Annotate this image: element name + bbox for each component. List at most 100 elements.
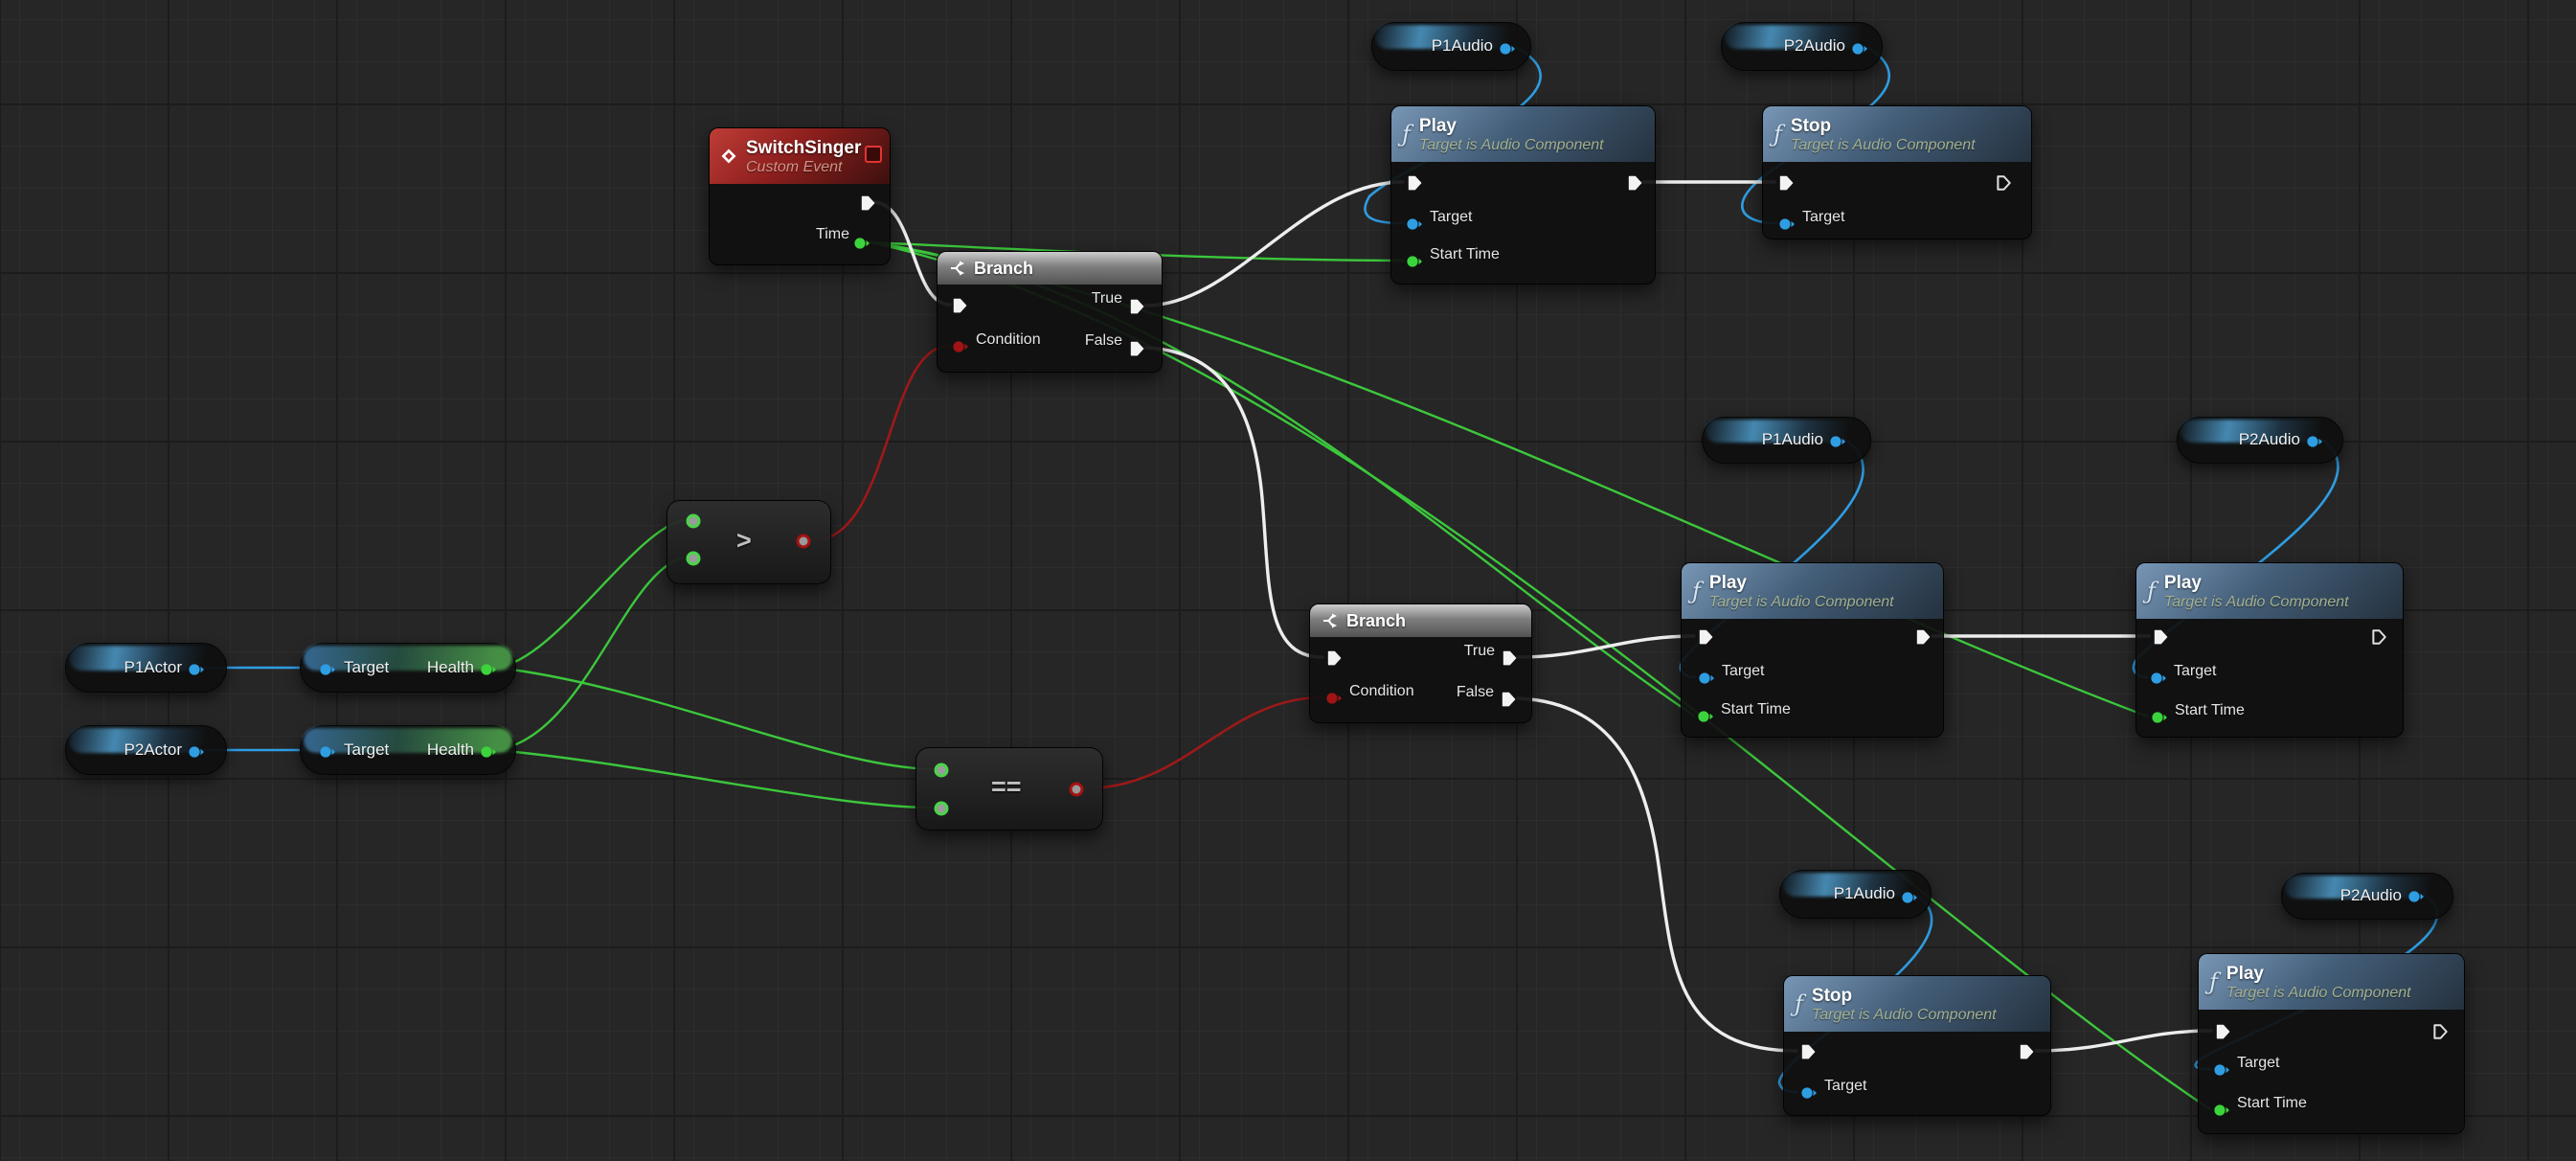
event-node-header: SwitchSinger Custom Event xyxy=(710,128,890,184)
variable-p2actor[interactable]: P2Actor xyxy=(65,725,227,775)
start-time-in-pin[interactable] xyxy=(2151,709,2168,726)
exec-out-pin[interactable] xyxy=(1914,628,1932,646)
condition-in-pin[interactable] xyxy=(1325,690,1343,707)
variable-out-pin[interactable] xyxy=(1901,889,1918,906)
target-in-pin[interactable] xyxy=(319,661,336,678)
health-out-pin[interactable] xyxy=(480,661,497,678)
node-branch-1[interactable]: Branch True Condition False xyxy=(937,251,1163,373)
wire-health2-to-greater-b[interactable] xyxy=(494,556,685,752)
target-in-pin[interactable] xyxy=(1406,216,1423,233)
variable-p1audio-top[interactable]: P1Audio xyxy=(1371,22,1531,71)
editable-event-indicator-icon[interactable] xyxy=(865,146,882,163)
time-out-pin[interactable] xyxy=(853,235,870,252)
start-time-pin-label: Start Time xyxy=(1721,701,1791,717)
false-exec-out-pin[interactable] xyxy=(1500,691,1517,708)
node-play-1[interactable]: ƒ Play Target is Audio Component Target … xyxy=(1390,105,1656,285)
variable-out-pin[interactable] xyxy=(188,661,205,678)
wire-stop2-to-play4[interactable] xyxy=(2034,1029,2213,1053)
variable-out-pin[interactable] xyxy=(1829,433,1846,450)
false-exec-out-pin[interactable] xyxy=(1128,340,1145,357)
exec-in-pin[interactable] xyxy=(951,297,968,314)
variable-out-pin[interactable] xyxy=(1499,40,1516,57)
input-b-pin[interactable] xyxy=(685,550,702,567)
exec-out-pin[interactable] xyxy=(2370,628,2387,646)
node-get-health-2[interactable]: Target Health xyxy=(300,725,516,775)
variable-p2audio-top[interactable]: P2Audio xyxy=(1721,22,1883,71)
node-equals-operator[interactable]: == xyxy=(915,747,1103,831)
true-exec-out-pin[interactable] xyxy=(1501,649,1518,667)
exec-out-pin[interactable] xyxy=(859,194,876,212)
wire-greater-to-branch1-condition[interactable] xyxy=(810,344,951,542)
wire-branch2-false-to-stop2[interactable] xyxy=(1516,696,1798,1053)
result-out-pin[interactable] xyxy=(1068,781,1085,798)
target-in-pin[interactable] xyxy=(1698,670,1715,687)
variable-out-pin[interactable] xyxy=(188,743,205,761)
wire-branch2-true-to-play2[interactable] xyxy=(1516,634,1696,659)
target-pin-label: Target xyxy=(344,740,390,759)
start-time-pin-label: Start Time xyxy=(2237,1095,2307,1111)
node-greater-operator[interactable]: > xyxy=(667,500,831,584)
pill-sheen xyxy=(1783,873,1928,898)
variable-out-pin[interactable] xyxy=(1851,40,1868,57)
input-a-pin[interactable] xyxy=(685,512,702,530)
health-pin-label: Health xyxy=(426,658,474,676)
target-pin-label: Target xyxy=(1824,1078,1867,1094)
variable-p1audio-mid[interactable]: P1Audio xyxy=(1702,417,1871,464)
target-in-pin[interactable] xyxy=(319,743,336,761)
wire-branch1-true-to-play1[interactable] xyxy=(1143,180,1405,307)
variable-p1actor[interactable]: P1Actor xyxy=(65,643,227,693)
start-time-in-pin[interactable] xyxy=(1697,708,1714,725)
exec-in-pin[interactable] xyxy=(1697,628,1714,646)
exec-in-pin[interactable] xyxy=(1777,174,1795,192)
target-in-pin[interactable] xyxy=(1800,1084,1818,1102)
input-a-pin[interactable] xyxy=(933,762,950,779)
node-stop-1[interactable]: ƒ Stop Target is Audio Component Target xyxy=(1762,105,2032,239)
node-play-4[interactable]: ƒ Play Target is Audio Component Target … xyxy=(2198,953,2465,1134)
variable-out-pin[interactable] xyxy=(2306,433,2323,450)
node-play-3[interactable]: ƒ Play Target is Audio Component Target … xyxy=(2135,562,2404,738)
node-play-2[interactable]: ƒ Play Target is Audio Component Target … xyxy=(1681,562,1944,738)
exec-in-pin[interactable] xyxy=(1325,649,1343,667)
node-title: SwitchSinger xyxy=(746,137,862,158)
exec-out-pin[interactable] xyxy=(2431,1023,2449,1040)
exec-in-pin[interactable] xyxy=(1406,174,1423,192)
node-branch-2[interactable]: Branch True Condition False xyxy=(1309,603,1532,723)
node-stop-2[interactable]: ƒ Stop Target is Audio Component Target xyxy=(1783,975,2051,1116)
exec-in-pin[interactable] xyxy=(2152,628,2169,646)
wire-branch1-false-to-branch2[interactable] xyxy=(1143,346,1324,659)
variable-label: P1Actor xyxy=(124,658,182,676)
exec-out-pin[interactable] xyxy=(2018,1043,2035,1060)
start-time-in-pin[interactable] xyxy=(2213,1102,2230,1119)
start-time-in-pin[interactable] xyxy=(1406,253,1423,270)
node-get-health-1[interactable]: Target Health xyxy=(300,643,516,693)
wire-health1-to-equals-a[interactable] xyxy=(494,666,933,771)
exec-out-pin[interactable] xyxy=(1995,174,2012,192)
variable-label: P1Audio xyxy=(1431,36,1493,55)
wire-health1-to-greater-a[interactable] xyxy=(494,518,685,670)
input-b-pin[interactable] xyxy=(933,800,950,817)
variable-p2audio-mid[interactable]: P2Audio xyxy=(2177,417,2343,464)
true-exec-out-pin[interactable] xyxy=(1128,298,1145,315)
condition-in-pin[interactable] xyxy=(952,338,969,355)
variable-out-pin[interactable] xyxy=(2407,888,2425,905)
node-subtitle: Target is Audio Component xyxy=(2226,984,2411,1001)
target-in-pin[interactable] xyxy=(1778,216,1796,233)
node-switchsinger-event[interactable]: SwitchSinger Custom Event Time xyxy=(709,127,891,265)
node-title: Stop xyxy=(1811,985,1853,1006)
target-in-pin[interactable] xyxy=(2150,670,2167,687)
function-icon: ƒ xyxy=(1402,121,1411,148)
target-in-pin[interactable] xyxy=(2213,1061,2230,1079)
wire-equals-to-branch2-condition[interactable] xyxy=(1083,695,1325,790)
result-out-pin[interactable] xyxy=(795,533,812,550)
health-out-pin[interactable] xyxy=(480,743,497,761)
variable-p1audio-bottom[interactable]: P1Audio xyxy=(1779,870,1932,919)
exec-in-pin[interactable] xyxy=(1799,1043,1817,1060)
exec-in-pin[interactable] xyxy=(2214,1023,2231,1040)
wire-health2-to-equals-b[interactable] xyxy=(494,748,933,809)
function-node-header: ƒ Stop Target is Audio Component xyxy=(1784,976,2050,1032)
target-pin-label: Target xyxy=(1722,663,1765,679)
exec-out-pin[interactable] xyxy=(1626,174,1643,192)
variable-p2audio-bottom[interactable]: P2Audio xyxy=(2281,873,2453,920)
variable-label: P2Actor xyxy=(124,740,182,759)
